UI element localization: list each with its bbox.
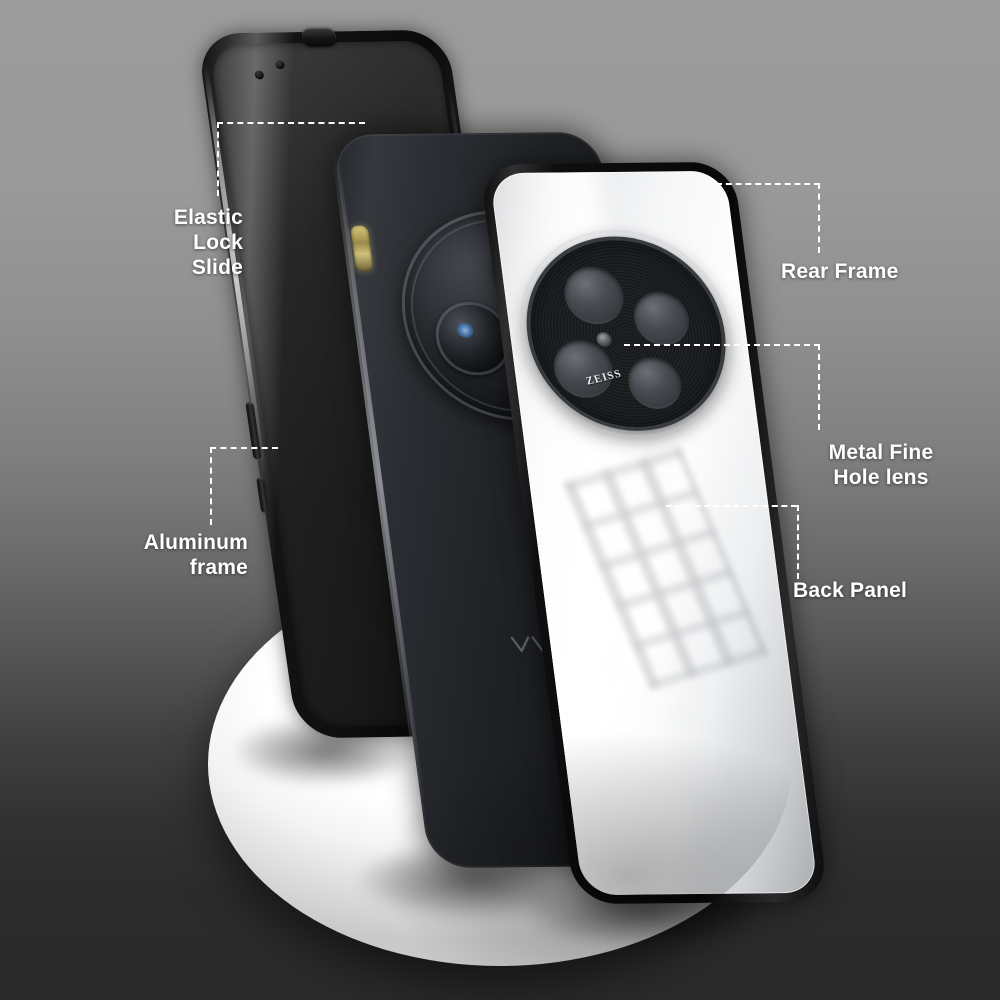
- leader-line-elastic-lock-slide-vertical: [217, 122, 219, 196]
- leader-line-elastic-lock-slide-horizontal: [217, 122, 365, 124]
- leader-line-metal-fine-hole-lens-horizontal: [624, 344, 820, 346]
- elastic-lock-slide: [300, 27, 338, 47]
- callout-label-rear-frame: Rear Frame: [781, 260, 899, 283]
- leader-line-rear-frame-vertical: [818, 183, 820, 253]
- leader-line-metal-fine-hole-lens-vertical: [818, 344, 820, 430]
- leader-line-back-panel-vertical: [797, 505, 799, 579]
- callout-label-metal-fine-hole-lens: Metal Fine Hole lens: [828, 441, 934, 489]
- leader-line-aluminum-frame-vertical: [210, 447, 212, 525]
- callout-label-aluminum-frame: Aluminum frame: [143, 531, 248, 579]
- callout-label-back-panel: Back Panel: [793, 579, 908, 602]
- callout-label-elastic-lock-slide: Elastic Lock Slide: [173, 206, 243, 279]
- speaker-hole: [274, 60, 286, 70]
- lens-glint: [456, 322, 475, 338]
- speaker-hole: [254, 70, 265, 80]
- leader-line-back-panel-horizontal: [666, 505, 797, 507]
- leader-line-rear-frame-horizontal: [716, 183, 820, 185]
- leader-line-aluminum-frame-horizontal: [210, 447, 278, 449]
